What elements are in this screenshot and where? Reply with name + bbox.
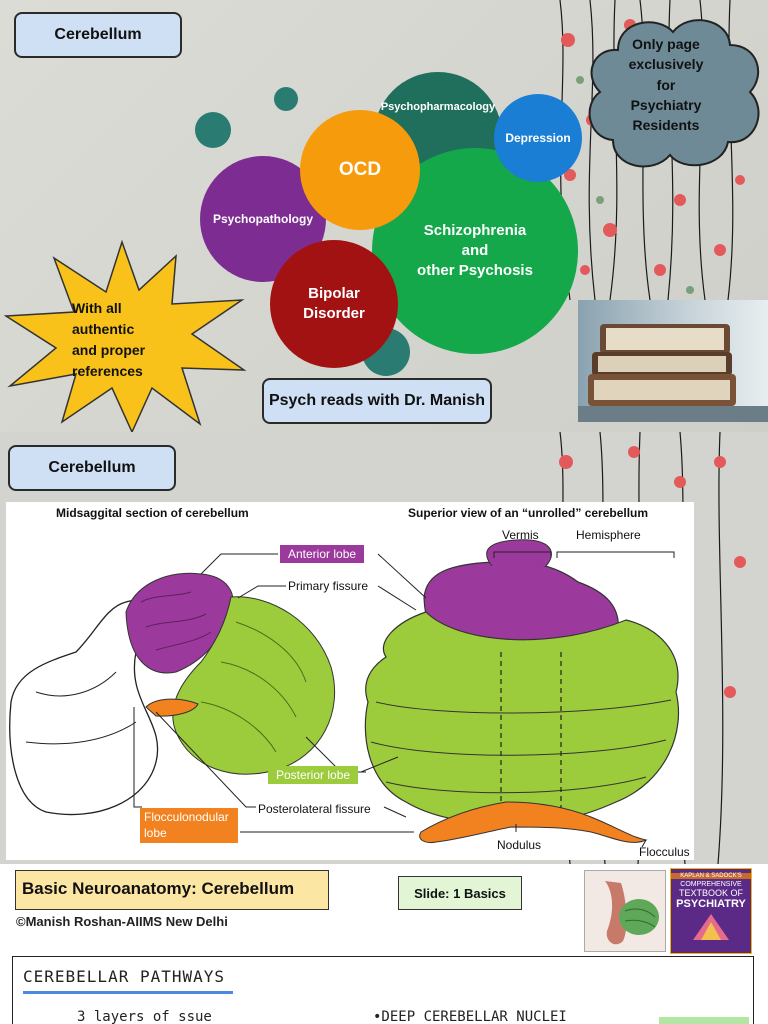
vermis-label: Vermis [502, 528, 539, 542]
bubble-schizophrenia: Schizophrenia and other Psychosis [372, 148, 578, 354]
notes-heading: CEREBELLAR PATHWAYS [23, 967, 226, 986]
book-line: COMPREHENSIVE [680, 881, 742, 888]
handwritten-notes-area: CEREBELLAR PATHWAYS 3 layers of ssue •DE… [12, 956, 754, 1024]
topic-label: Cerebellum [8, 445, 176, 491]
promo-slide: Cerebellum Psychopharmacology Schizophre… [0, 0, 768, 432]
slide-badge: Slide: 1 Basics [398, 876, 522, 910]
decorative-dot [274, 87, 298, 111]
cloud-shape [588, 19, 760, 168]
decorative-dot [195, 112, 231, 148]
book-line: KAPLAN & SADOCK'S [671, 873, 751, 879]
textbook-cover: KAPLAN & SADOCK'S COMPREHENSIVE TEXTBOOK… [670, 868, 752, 954]
hemisphere-label: Hemisphere [576, 528, 641, 542]
anterior-lobe-label: Anterior lobe [280, 545, 365, 563]
nodulus-label: Nodulus [497, 838, 542, 852]
note-right: •DEEP CEREBELLAR NUCLEI [373, 1009, 567, 1024]
posterior-lobe-label: Posterior lobe [268, 766, 359, 784]
superior-flocculonodular [419, 801, 648, 843]
bubble-depression: Depression [494, 94, 582, 182]
bubble-label: Bipolar [308, 284, 360, 302]
cloud-line: Psychiatry [630, 96, 702, 113]
figure-right-title: Superior view of an “unrolled” cerebellu… [408, 506, 649, 520]
notes-slide: Basic Neuroanatomy: Cerebellum Slide: 1 … [0, 864, 768, 1024]
superior-posterior-lobe [364, 611, 680, 825]
cloud-text: Only page exclusively for Psychiatry Res… [600, 34, 732, 135]
bubble-label: OCD [338, 159, 382, 181]
bubble-label: Psychopharmacology [380, 101, 496, 113]
bubble-label: and [461, 241, 489, 259]
bubble-label: Psychopathology [212, 211, 313, 226]
cerebellum-diagram: Midsaggital section of cerebellum Superi… [6, 502, 694, 860]
cerebellum-thumbnail [584, 870, 666, 952]
cloud-line: exclusively [628, 56, 704, 73]
cloud-line: Residents [632, 117, 700, 134]
bubble-label: Schizophrenia [423, 221, 527, 239]
starburst-line: references [72, 363, 143, 379]
note-left: 3 layers of ssue [77, 1009, 212, 1024]
starburst-text: With all authentic and proper references [72, 298, 182, 382]
heading-underline [23, 991, 233, 994]
flocculonodular-label-line: Flocculonodular [144, 810, 229, 824]
bubble-label: other Psychosis [417, 262, 533, 280]
footer-label: Psych reads with Dr. Manish [262, 378, 492, 424]
book-line: TEXTBOOK OF [678, 888, 743, 898]
highlight-mark [659, 1017, 749, 1024]
flocculonodular-label-line: lobe [144, 825, 167, 840]
cloud-line: for [656, 76, 676, 93]
flocculonodular-region [145, 698, 199, 717]
bubble-bipolar: Bipolar Disorder [270, 240, 398, 368]
bubble-label: Depression [505, 130, 571, 145]
flocculus-label: Flocculus [639, 845, 690, 859]
starburst-line: and proper [72, 342, 146, 358]
starburst-line: With all [72, 300, 122, 316]
primary-fissure-label: Primary fissure [288, 579, 369, 593]
figure-left-title: Midsaggital section of cerebellum [56, 506, 249, 520]
slide-title: Basic Neuroanatomy: Cerebellum [15, 870, 329, 910]
posterior-lobe-region [172, 596, 335, 775]
books-photo [578, 300, 768, 422]
topic-label: Cerebellum [14, 12, 182, 58]
starburst-line: authentic [72, 321, 135, 337]
bubble-ocd: OCD [300, 110, 420, 230]
bubble-label: Disorder [303, 305, 365, 322]
credit-text: ©Manish Roshan-AIIMS New Delhi [16, 914, 228, 929]
book-line: PSYCHIATRY [676, 898, 746, 910]
book-triangle-icon [693, 914, 729, 940]
posterolateral-fissure-label: Posterolateral fissure [258, 802, 371, 816]
cloud-line: Only page [632, 36, 700, 52]
starburst-shape [4, 239, 247, 432]
flocculonodular-label: Flocculonodular lobe [140, 808, 238, 844]
